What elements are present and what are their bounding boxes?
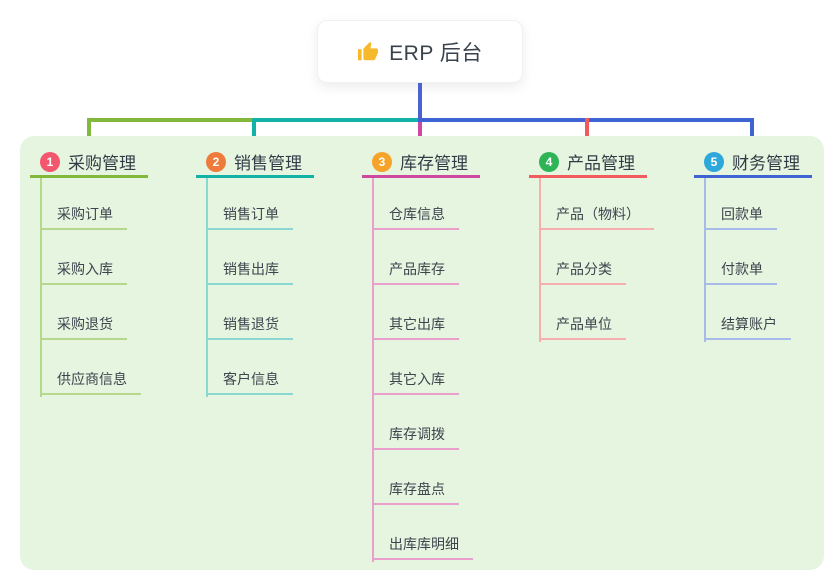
node-item-label: 付款单 bbox=[704, 259, 777, 285]
branches-panel bbox=[20, 136, 824, 570]
branch-items: 采购订单 采购入库 采购退货 供应商信息 bbox=[40, 178, 148, 395]
node-item-label: 出库库明细 bbox=[372, 534, 473, 560]
node-item-label: 产品单位 bbox=[539, 314, 626, 340]
node-item-label: 其它出库 bbox=[372, 314, 459, 340]
node-item[interactable]: 其它出库 bbox=[372, 285, 480, 340]
connector-drop-branch4 bbox=[585, 118, 589, 144]
node-item[interactable]: 采购订单 bbox=[40, 178, 148, 230]
branch-badge: 3 bbox=[372, 151, 392, 172]
node-item[interactable]: 采购退货 bbox=[40, 285, 148, 340]
branch-badge: 1 bbox=[40, 151, 60, 172]
branch-items: 销售订单 销售出库 销售退货 客户信息 bbox=[206, 178, 314, 395]
node-item[interactable]: 库存盘点 bbox=[372, 450, 480, 505]
node-item-label: 产品库存 bbox=[372, 259, 459, 285]
node-item[interactable]: 产品库存 bbox=[372, 230, 480, 285]
node-item[interactable]: 回款单 bbox=[704, 178, 812, 230]
node-item-label: 其它入库 bbox=[372, 369, 459, 395]
branch-items: 产品（物料） 产品分类 产品单位 bbox=[539, 178, 654, 340]
node-item[interactable]: 采购入库 bbox=[40, 230, 148, 285]
branch-badge: 4 bbox=[539, 151, 559, 172]
branch-items: 回款单 付款单 结算账户 bbox=[704, 178, 812, 340]
node-item-label: 客户信息 bbox=[206, 369, 293, 395]
branch-finance: 5 财务管理 回款单 付款单 结算账户 bbox=[694, 148, 812, 342]
branch-sales: 2 销售管理 销售订单 销售出库 销售退货 客户信息 bbox=[196, 148, 314, 397]
node-item-label: 采购入库 bbox=[40, 259, 127, 285]
connector-trunk-green bbox=[87, 118, 254, 122]
connector-drop-branch5 bbox=[750, 118, 754, 144]
branch-badge: 2 bbox=[206, 151, 226, 172]
connector-drop-branch3 bbox=[418, 122, 422, 144]
branch-label: 采购管理 bbox=[68, 154, 136, 173]
node-item[interactable]: 结算账户 bbox=[704, 285, 812, 340]
connector-drop-branch1 bbox=[87, 118, 91, 144]
branch-header-sales[interactable]: 2 销售管理 bbox=[196, 148, 314, 178]
branch-procurement: 1 采购管理 采购订单 采购入库 采购退货 供应商信息 bbox=[30, 148, 148, 397]
connector-root-stem bbox=[418, 83, 422, 120]
node-item[interactable]: 销售出库 bbox=[206, 230, 314, 285]
node-item-label: 库存调拨 bbox=[372, 424, 459, 450]
root-title: ERP 后台 bbox=[389, 41, 483, 65]
branch-line bbox=[206, 178, 208, 397]
node-item-label: 销售出库 bbox=[206, 259, 293, 285]
node-item[interactable]: 其它入库 bbox=[372, 340, 480, 395]
node-item-label: 产品（物料） bbox=[539, 204, 654, 230]
node-item[interactable]: 产品单位 bbox=[539, 285, 654, 340]
node-item[interactable]: 仓库信息 bbox=[372, 178, 480, 230]
node-item[interactable]: 销售订单 bbox=[206, 178, 314, 230]
branch-header-procurement[interactable]: 1 采购管理 bbox=[30, 148, 148, 178]
node-item[interactable]: 销售退货 bbox=[206, 285, 314, 340]
branch-label: 库存管理 bbox=[400, 154, 468, 173]
node-item-label: 仓库信息 bbox=[372, 204, 459, 230]
branch-header-finance[interactable]: 5 财务管理 bbox=[694, 148, 812, 178]
node-item-label: 回款单 bbox=[704, 204, 777, 230]
branch-header-inventory[interactable]: 3 库存管理 bbox=[362, 148, 480, 178]
branch-badge: 5 bbox=[704, 151, 724, 172]
node-item-label: 销售退货 bbox=[206, 314, 293, 340]
branch-items: 仓库信息 产品库存 其它出库 其它入库 库存调拨 库存盘点 出库库明细 bbox=[372, 178, 480, 560]
branch-label: 产品管理 bbox=[567, 154, 635, 173]
branch-line bbox=[372, 178, 374, 562]
node-item-label: 结算账户 bbox=[704, 314, 791, 340]
root-node-erp[interactable]: ERP 后台 bbox=[317, 20, 523, 83]
connector-trunk-teal bbox=[254, 118, 418, 122]
connector-drop-branch2 bbox=[252, 118, 256, 144]
branch-label: 销售管理 bbox=[234, 154, 302, 173]
branch-line bbox=[40, 178, 42, 397]
branch-header-product[interactable]: 4 产品管理 bbox=[529, 148, 647, 178]
branch-label: 财务管理 bbox=[732, 154, 800, 173]
branch-product: 4 产品管理 产品（物料） 产品分类 产品单位 bbox=[529, 148, 654, 342]
node-item-label: 销售订单 bbox=[206, 204, 293, 230]
node-item-label: 产品分类 bbox=[539, 259, 626, 285]
node-item-label: 库存盘点 bbox=[372, 479, 459, 505]
node-item[interactable]: 客户信息 bbox=[206, 340, 314, 395]
node-item-label: 采购退货 bbox=[40, 314, 127, 340]
branch-line bbox=[539, 178, 541, 342]
node-item[interactable]: 产品分类 bbox=[539, 230, 654, 285]
node-item[interactable]: 供应商信息 bbox=[40, 340, 148, 395]
branch-inventory: 3 库存管理 仓库信息 产品库存 其它出库 其它入库 库存调拨 库存盘点 出库库… bbox=[362, 148, 480, 562]
node-item-label: 采购订单 bbox=[40, 204, 127, 230]
node-item[interactable]: 库存调拨 bbox=[372, 395, 480, 450]
branch-line bbox=[704, 178, 706, 342]
thumbs-up-icon bbox=[358, 41, 379, 60]
node-item[interactable]: 出库库明细 bbox=[372, 505, 480, 560]
node-item-label: 供应商信息 bbox=[40, 369, 141, 395]
node-item[interactable]: 付款单 bbox=[704, 230, 812, 285]
node-item[interactable]: 产品（物料） bbox=[539, 178, 654, 230]
